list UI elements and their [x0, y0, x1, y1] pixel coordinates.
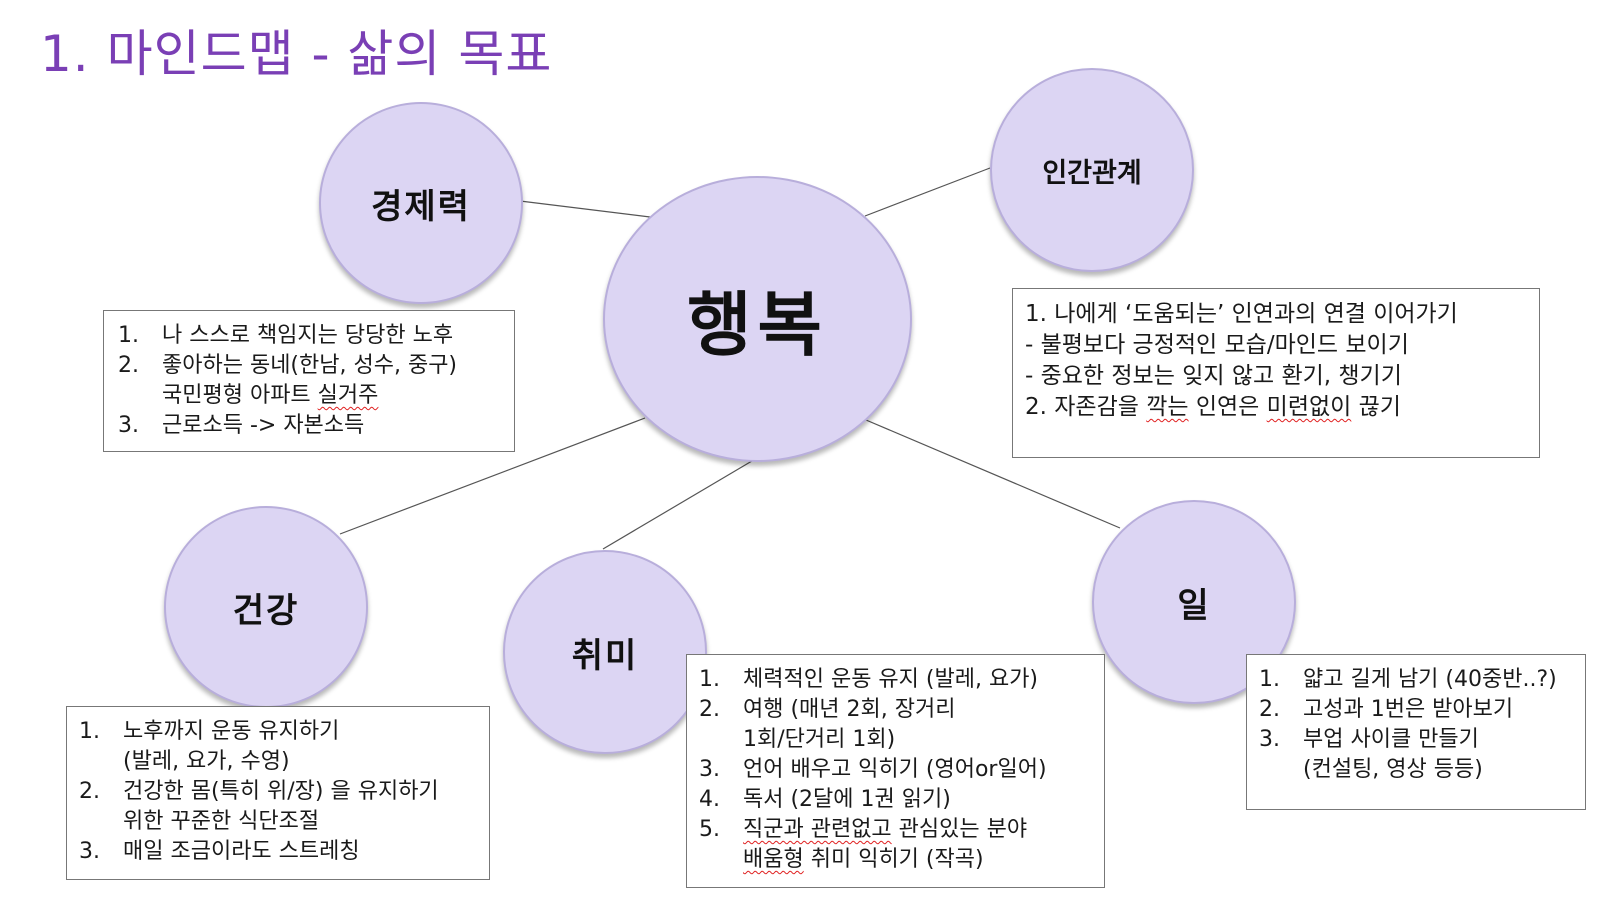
connector-work: [865, 419, 1121, 529]
list-item: 1회/단거리 1회): [743, 727, 896, 752]
node-health-label: 건강: [232, 590, 300, 631]
node-hobby: 취미: [503, 550, 707, 754]
list-item: 1.체력적인 운동 유지 (발레, 요가): [699, 667, 1039, 692]
list-item: 3.부업 사이클 만들기: [1259, 727, 1479, 752]
list-item: 4.독서 (2달에 1권 읽기): [699, 787, 951, 812]
work-box: 1.얇고 길게 남기 (40중반..?) 2.고성과 1번은 받아보기 3.부업…: [1246, 654, 1586, 810]
list-item: 2.고성과 1번은 받아보기: [1259, 697, 1514, 722]
list-item: (발레, 요가, 수영): [123, 749, 290, 774]
health-list: 1.노후까지 운동 유지하기 (발레, 요가, 수영) 2.건강한 몸(특히 위…: [79, 717, 479, 867]
node-relations: 인간관계: [990, 68, 1194, 272]
list-item: 1.노후까지 운동 유지하기: [79, 719, 340, 744]
node-health: 건강: [164, 506, 368, 708]
node-relations-label: 인간관계: [1042, 157, 1142, 189]
relations-line: - 불평보다 긍정적인 모습/마인드 보이기: [1025, 332, 1409, 358]
list-item: 1.얇고 길게 남기 (40중반..?): [1259, 667, 1557, 692]
node-hobby-label: 취미: [571, 635, 639, 676]
node-work-label: 일: [1177, 585, 1211, 626]
node-center-label: 행복: [687, 283, 828, 366]
node-center-happiness: 행복: [603, 176, 912, 462]
list-item: 2.건강한 몸(특히 위/장) 을 유지하기: [79, 779, 439, 804]
work-list: 1.얇고 길게 남기 (40중반..?) 2.고성과 1번은 받아보기 3.부업…: [1259, 665, 1581, 785]
relations-box: 1. 나에게 ‘도움되는’ 인연과의 연결 이어가기 - 불평보다 긍정적인 모…: [1012, 288, 1540, 458]
relations-line: 2. 자존감을 깍는 인연은 미련없이 끊기: [1025, 394, 1401, 420]
hobby-list: 1.체력적인 운동 유지 (발레, 요가) 2.여행 (매년 2회, 장거리 1…: [699, 665, 1096, 875]
list-item: 5.직군과 관련없고 관심있는 분야: [699, 817, 1028, 842]
list-item: 2.좋아하는 동네(한남, 성수, 중구): [118, 353, 458, 378]
node-economy-label: 경제력: [371, 186, 471, 227]
connector-relations: [864, 167, 991, 217]
list-item: 3.언어 배우고 익히기 (영어or일어): [699, 757, 1047, 782]
connector-hobby: [602, 457, 758, 550]
list-item: 2.여행 (매년 2회, 장거리: [699, 697, 956, 722]
relations-line: - 중요한 정보는 잊지 않고 환기, 챙기기: [1025, 363, 1402, 389]
list-item: 국민평형 아파트 실거주: [162, 383, 379, 408]
relations-line: 1. 나에게 ‘도움되는’ 인연과의 연결 이어가기: [1025, 301, 1458, 327]
economy-list: 1.나 스스로 책임지는 당당한 노후 2.좋아하는 동네(한남, 성수, 중구…: [118, 321, 504, 441]
list-item: (컨설팅, 영상 등등): [1303, 757, 1483, 782]
list-item: 위한 꾸준한 식단조절: [123, 809, 320, 834]
list-item: 배움형 취미 익히기 (작곡): [743, 847, 984, 872]
hobby-box: 1.체력적인 운동 유지 (발레, 요가) 2.여행 (매년 2회, 장거리 1…: [686, 654, 1105, 888]
economy-box: 1.나 스스로 책임지는 당당한 노후 2.좋아하는 동네(한남, 성수, 중구…: [103, 310, 515, 452]
list-item: 3.매일 조금이라도 스트레칭: [79, 839, 360, 864]
list-item: 3.근로소득 -> 자본소득: [118, 413, 365, 438]
list-item: 1.나 스스로 책임지는 당당한 노후: [118, 323, 454, 348]
node-economy: 경제력: [319, 102, 523, 304]
page-title: 1. 마인드맵 - 삶의 목표: [40, 25, 553, 83]
connector-economy: [519, 200, 651, 218]
connector-health: [339, 417, 646, 535]
health-box: 1.노후까지 운동 유지하기 (발레, 요가, 수영) 2.건강한 몸(특히 위…: [66, 706, 490, 880]
